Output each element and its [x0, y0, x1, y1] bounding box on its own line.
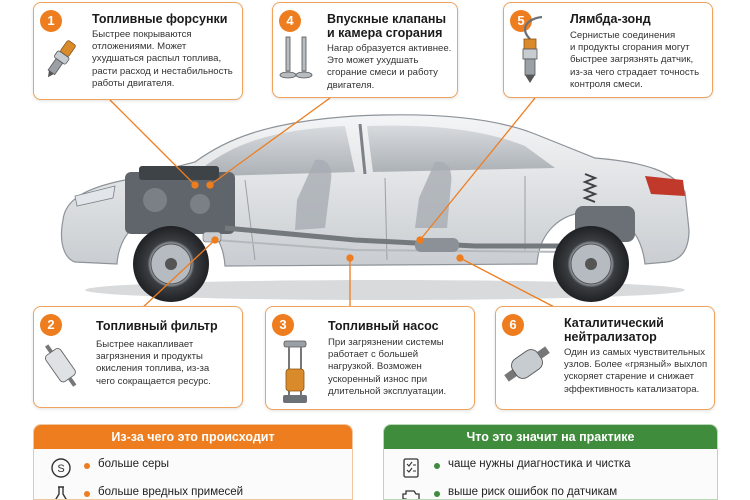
check-engine-icon: [402, 490, 420, 499]
card-number-badge: 6: [502, 314, 524, 336]
causes-panel: Из-за чего это происходит S больше серы …: [33, 424, 353, 500]
taillight: [645, 176, 685, 196]
car-cutaway-diagram: [60, 114, 690, 302]
card-description: Быстрее покрываются отложениями. Может у…: [92, 29, 233, 89]
causes-panel-title: Из-за чего это происходит: [34, 425, 352, 449]
card-fuel-filter: 2 Топливный фильтр Быстрее накапливает з…: [33, 306, 243, 408]
card-fuel-injectors: 1 Топливные форсунки Быстрее покрываются…: [33, 2, 243, 100]
bullet: [84, 463, 90, 469]
catalytic-converter-part: [415, 238, 459, 252]
card-catalytic-converter: 6 Каталитический нейтрализатор Один из с…: [495, 306, 715, 410]
fuel-filter-part: [202, 231, 222, 243]
sulfur-icon: S: [51, 458, 71, 478]
cause-text: больше серы: [98, 458, 170, 470]
rear-spring: [582, 173, 598, 203]
engine-block: [125, 172, 235, 234]
list-item: чаще нужны диагностика и чистка: [384, 455, 717, 481]
card-number-badge: 4: [279, 10, 301, 32]
cause-text: больше вредных примесей: [98, 486, 244, 498]
catalytic-converter-icon: [504, 346, 550, 382]
svg-text:S: S: [57, 463, 64, 475]
flask-icon: [55, 486, 67, 499]
card-title: Лямбда-зонд: [570, 12, 651, 26]
card-fuel-pump: 3 Топливный насос При загрязнении систем…: [265, 306, 475, 410]
practice-text: выше риск ошибок по датчикам: [448, 486, 618, 498]
list-item: S больше серы: [34, 455, 352, 481]
fuel-line: [214, 239, 576, 253]
card-title: Впускные клапаны и камера сгорания: [327, 12, 447, 40]
front-wheel: [133, 226, 209, 302]
card-description: При загрязнении системы работает с больш…: [328, 337, 447, 397]
list-item: выше риск ошибок по датчикам: [384, 483, 717, 499]
card-description: Быстрее накапливает загрязнения и продук…: [96, 339, 211, 387]
card-number-badge: 3: [272, 314, 294, 336]
fuel-injector-icon: [47, 40, 76, 78]
rear-wheel: [553, 226, 629, 302]
fuel-pump-icon: [283, 340, 307, 403]
card-number-badge: 1: [40, 10, 62, 32]
card-title: Топливный насос: [328, 319, 439, 333]
bullet: [434, 491, 440, 497]
card-lambda-probe: 5 Лямбда-зонд Сернистые соединения и про…: [503, 2, 713, 98]
intake-valves-icon: [279, 36, 313, 79]
card-intake-valves: 4 Впускные клапаны и камера сгорания Наг…: [272, 2, 458, 98]
headlight: [74, 185, 116, 207]
practice-panel-title: Что это значит на практике: [384, 425, 717, 449]
card-description: Один из самых чувствительных узлов. Боле…: [564, 347, 708, 395]
bullet: [434, 463, 440, 469]
bullet: [84, 491, 90, 497]
card-description: Нагар образуется активнее. Это может уху…: [327, 43, 452, 91]
b-pillar: [358, 123, 367, 175]
card-description: Сернистые соединения и продукты сгорания…: [570, 30, 700, 90]
fuel-filter-icon: [44, 344, 77, 387]
list-item: больше вредных примесей: [34, 483, 352, 499]
card-number-badge: 2: [40, 314, 62, 336]
card-title: Топливный фильтр: [96, 319, 218, 333]
practice-panel: Что это значит на практике чаще нужны ди…: [383, 424, 718, 500]
practice-text: чаще нужны диагностика и чистка: [448, 458, 631, 470]
checklist-icon: [403, 458, 419, 478]
lambda-probe-icon: [522, 15, 543, 83]
card-title: Каталитический нейтрализатор: [564, 316, 664, 344]
card-title: Топливные форсунки: [92, 12, 228, 26]
